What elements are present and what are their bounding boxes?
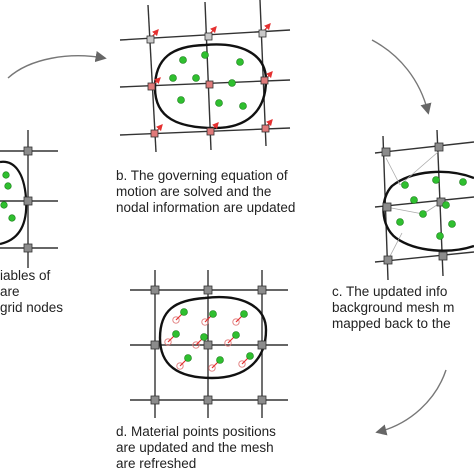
caption-c-line-2: background mesh m [332,300,455,315]
caption-b-line-1: b. The governing equation of [116,168,288,183]
caption-a-line-1: iables of [0,268,51,283]
caption-d-line-1: d. Material points positions [116,424,276,439]
panel-a [0,130,58,268]
panel-c-material-points [396,176,467,240]
panel-b-material-points [169,51,247,110]
panel-c [374,129,474,281]
cycle-arrows [7,39,447,436]
caption-d-line-3: are refreshed [116,456,197,471]
caption-d-line-2: are updated and the mesh [116,440,274,455]
caption-b-line-2: motion are solved and the [116,184,272,199]
panel-d-nodes [150,285,267,405]
cycle-arrow-a-to-b [7,51,107,79]
caption-a-line-2: are [0,284,20,299]
caption-b: b. The governing equation of motion are … [116,168,295,216]
caption-c: c. The updated info background mesh m ma… [332,284,454,332]
caption-c-line-3: mapped back to the [332,316,451,331]
panel-d [130,270,288,418]
panel-d-displacement-arrows [167,311,251,369]
panel-c-material-body [382,170,474,252]
panel-a-nodes [23,146,33,253]
caption-a-line-3: grid nodes [0,300,64,315]
caption-a: iables of are grid nodes [0,268,63,316]
panel-d-old-positions [164,316,246,372]
cycle-arrow-b-to-c [371,39,432,115]
caption-b-line-3: nodal information are updated [116,200,296,215]
panel-b-nodes [146,29,270,138]
cycle-arrow-c-to-d [375,369,447,436]
panel-d-material-points [172,308,254,364]
panel-a-material-points [0,171,16,222]
caption-d: d. Material points positions are updated… [116,424,276,472]
panel-c-nodes [381,142,448,265]
panel-c-mapping-lines [385,151,441,261]
panel-d-material-body [158,296,268,380]
panel-b [119,0,291,153]
caption-c-line-1: c. The updated info [332,284,448,299]
